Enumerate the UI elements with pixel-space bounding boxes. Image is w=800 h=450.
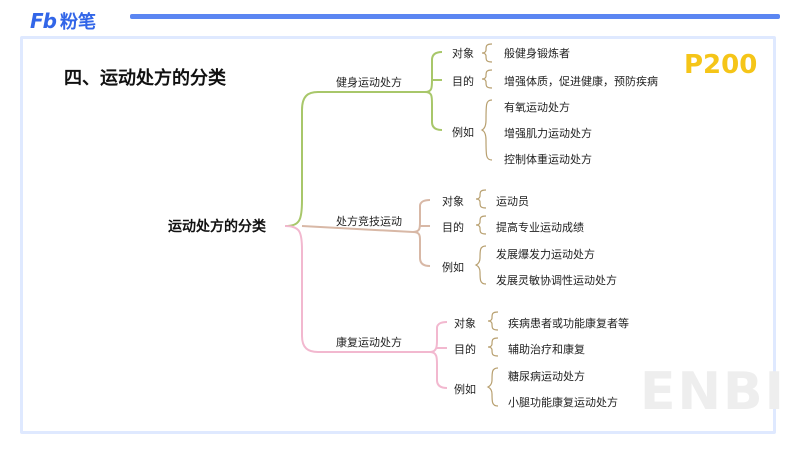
item-text: 增强肌力运动处方 bbox=[504, 127, 592, 140]
item-text: 糖尿病运动处方 bbox=[508, 370, 585, 383]
item-text: 发展灵敏协调性运动处方 bbox=[496, 274, 617, 287]
group-label: 对象 bbox=[442, 195, 464, 208]
item-text: 疾病患者或功能康复者等 bbox=[508, 317, 629, 330]
item-text: 般健身锻炼者 bbox=[504, 47, 570, 60]
logo-mark: Fb bbox=[30, 9, 57, 33]
branch-label: 处方竞技运动 bbox=[336, 215, 402, 228]
group-label: 目的 bbox=[452, 75, 474, 88]
item-text: 发展爆发力运动处方 bbox=[496, 248, 595, 261]
brand-logo: Fb 粉笔 bbox=[30, 8, 96, 34]
mindmap-root: 运动处方的分类 bbox=[168, 219, 266, 235]
group-label: 对象 bbox=[452, 47, 474, 60]
group-label: 目的 bbox=[454, 343, 476, 356]
group-label: 例如 bbox=[442, 261, 464, 274]
item-text: 辅助治疗和康复 bbox=[508, 343, 585, 356]
connector-branch-1 bbox=[284, 51, 443, 227]
item-text: 有氧运动处方 bbox=[504, 101, 570, 114]
connector-branch-3 bbox=[284, 225, 448, 389]
watermark: ENBI bbox=[640, 362, 787, 422]
slide-frame bbox=[20, 36, 776, 434]
branch-label: 康复运动处方 bbox=[336, 336, 402, 349]
connector-branch-2 bbox=[301, 199, 431, 267]
header-accent-line bbox=[130, 14, 780, 19]
item-text: 小腿功能康复运动处方 bbox=[508, 396, 618, 409]
group-label: 例如 bbox=[454, 383, 476, 396]
branch-label: 健身运动处方 bbox=[336, 76, 402, 89]
slide-title: 四、运动处方的分类 bbox=[64, 68, 226, 89]
item-text: 提高专业运动成绩 bbox=[496, 221, 584, 234]
group-label: 例如 bbox=[452, 126, 474, 139]
group-label: 目的 bbox=[442, 221, 464, 234]
page-number: P200 bbox=[684, 50, 758, 80]
item-text: 增强体质，促进健康，预防疾病 bbox=[504, 75, 658, 88]
item-brackets bbox=[474, 43, 499, 407]
logo-text: 粉笔 bbox=[59, 12, 96, 33]
item-text: 控制体重运动处方 bbox=[504, 153, 592, 166]
item-text: 运动员 bbox=[496, 195, 529, 208]
group-label: 对象 bbox=[454, 317, 476, 330]
